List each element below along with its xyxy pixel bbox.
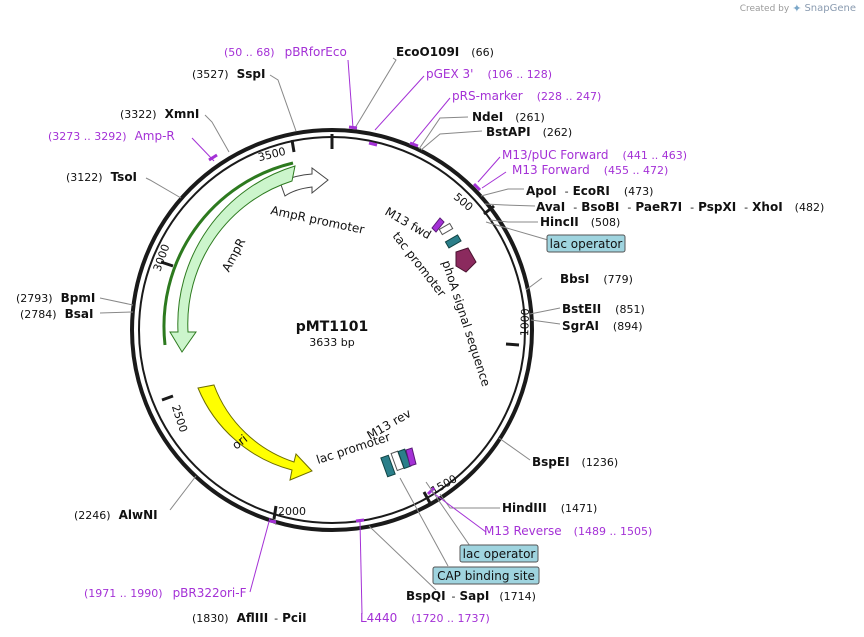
box-leaders <box>399 221 549 567</box>
lac-operator-label-1: lac operator <box>550 237 623 251</box>
cap-site-label: CAP binding site <box>437 569 535 583</box>
primer-m13puc[interactable]: M13/pUC Forward(441 .. 463) <box>502 148 687 162</box>
primer-pbr322[interactable]: (1971 .. 1990)pBR322ori-F <box>84 586 247 600</box>
site-ecoo109i[interactable]: EcoO109I(66) <box>396 45 494 59</box>
tick-label: 1000 <box>518 308 532 336</box>
site-sspi[interactable]: (3527)SspI <box>192 67 265 81</box>
lac-promoter-marker <box>380 454 396 478</box>
cap-site-box[interactable] <box>432 566 540 585</box>
credit-brand: SnapGene <box>804 3 856 14</box>
site-leaders <box>99 57 561 591</box>
ori-arrow <box>197 384 313 481</box>
site-bsteii[interactable]: BstEII(851) <box>562 302 645 316</box>
ampr-cds-bar <box>162 161 294 346</box>
site-hincii[interactable]: HincII(508) <box>540 215 620 229</box>
credit-text: Created by <box>739 3 790 14</box>
phoa-arrow <box>455 247 477 273</box>
tick-label: 2000 <box>278 505 306 518</box>
primer-leaders <box>191 59 507 615</box>
phoa-label: phoA signal sequence <box>439 259 493 389</box>
m13-fwd-marker <box>431 217 445 233</box>
site-apoi[interactable]: ApoI-EcoRI(473) <box>526 184 653 198</box>
lac-operator-marker <box>438 222 454 236</box>
primer-m13fwd[interactable]: M13 Forward(455 .. 472) <box>512 163 668 177</box>
snapgene-credit: Created by ✦ SnapGene <box>740 2 856 15</box>
ampr-arrow <box>169 165 296 353</box>
site-sgrai[interactable]: SgrAI(894) <box>562 319 643 333</box>
site-ava[interactable]: AvaI-BsoBI-PaeR7I-PspXI-XhoI(482) <box>536 200 824 214</box>
site-hindiii[interactable]: HindIII(1471) <box>502 501 597 515</box>
site-xmni[interactable]: (3322)XmnI <box>120 107 199 121</box>
primer-l4440[interactable]: L4440(1720 .. 1737) <box>360 611 490 625</box>
ampr-promoter-label: AmpR promoter <box>269 203 365 237</box>
tick-label: 3000 <box>151 242 173 273</box>
m13-rev-marker <box>405 447 417 467</box>
site-bpmi[interactable]: (2793)BpmI <box>16 291 95 305</box>
primer-ampr[interactable]: (3273 .. 3292)Amp-R <box>48 129 175 143</box>
site-ndei[interactable]: NdeI(261) <box>472 110 545 124</box>
primer-pgex3[interactable]: pGEX 3'(106 .. 128) <box>426 67 552 81</box>
plasmid-name: pMT1101 <box>296 319 368 335</box>
tick-label: 500 <box>451 190 475 213</box>
site-tsoi[interactable]: (3122)TsoI <box>66 170 137 184</box>
tick-marks <box>160 139 520 520</box>
lac-operator-label-2: lac operator <box>463 547 536 561</box>
tick-label: 2500 <box>169 403 190 434</box>
lac-promoter-label: lac promoter <box>315 430 392 467</box>
tac-promoter-marker <box>444 234 462 249</box>
site-bstapi[interactable]: BstAPI(262) <box>486 125 572 139</box>
ampr-promoter-arrow <box>279 167 329 197</box>
site-alwni[interactable]: (2246)AlwNI <box>74 508 158 522</box>
site-bspqi[interactable]: BspQI-SapI(1714) <box>406 589 536 603</box>
site-afliii[interactable]: (1830)AflIII-PciI <box>192 611 307 625</box>
primer-marks <box>208 125 482 524</box>
plasmid-size: 3633 bp <box>309 336 354 349</box>
primer-pbrforeco[interactable]: (50 .. 68)pBRforEco <box>224 45 347 59</box>
snapgene-logo-icon: ✦ <box>792 2 802 15</box>
site-bsai[interactable]: (2784)BsaI <box>20 307 93 321</box>
site-bbsi[interactable]: BbsI(779) <box>560 272 633 286</box>
primer-m13rev[interactable]: M13 Reverse(1489 .. 1505) <box>484 524 652 538</box>
site-bspei[interactable]: BspEI(1236) <box>532 455 618 469</box>
tick-label: 3500 <box>257 145 287 164</box>
primer-prsmarker[interactable]: pRS-marker(228 .. 247) <box>452 89 601 103</box>
ampr-label: AmpR <box>219 236 248 274</box>
lac-operator-box-1[interactable] <box>546 234 626 253</box>
backbone-outer <box>130 128 534 532</box>
lac-operator-box-2[interactable] <box>459 544 539 563</box>
